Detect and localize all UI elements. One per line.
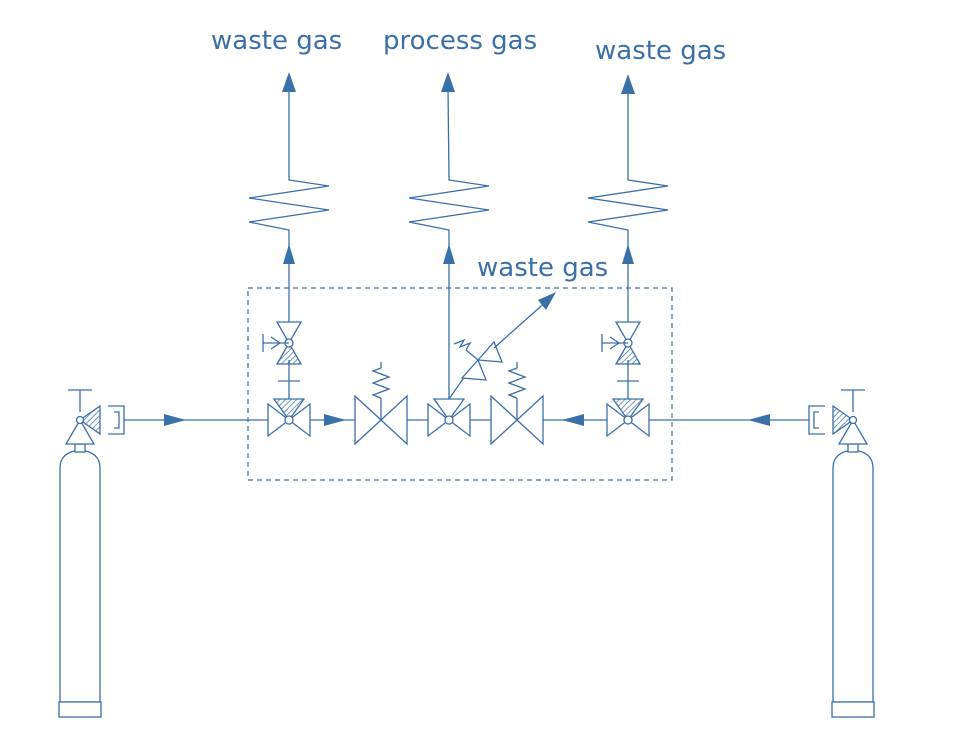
relief-valve — [448, 292, 556, 400]
inlet-line-left — [124, 414, 272, 426]
purge-line-right — [587, 74, 669, 399]
flow-arrow — [562, 414, 584, 426]
gas-cylinder-right — [808, 389, 875, 718]
waste-gas-label-right: waste gas — [595, 36, 727, 66]
process-gas-line — [408, 72, 490, 399]
outlet-valve-center — [427, 398, 471, 438]
three-way-valve-right — [606, 398, 650, 438]
regulator-left — [354, 362, 408, 446]
three-way-valve-left — [267, 398, 311, 438]
inlet-line-right — [648, 414, 809, 426]
gas-cylinder-left — [58, 389, 125, 718]
regulator-right — [490, 362, 544, 446]
purge-line-left — [248, 72, 330, 399]
panel-enclosure — [247, 287, 673, 481]
waste-gas-label-relief: waste gas — [477, 253, 609, 283]
process-gas-label: process gas — [383, 26, 538, 56]
waste-gas-label-left: waste gas — [211, 26, 343, 56]
